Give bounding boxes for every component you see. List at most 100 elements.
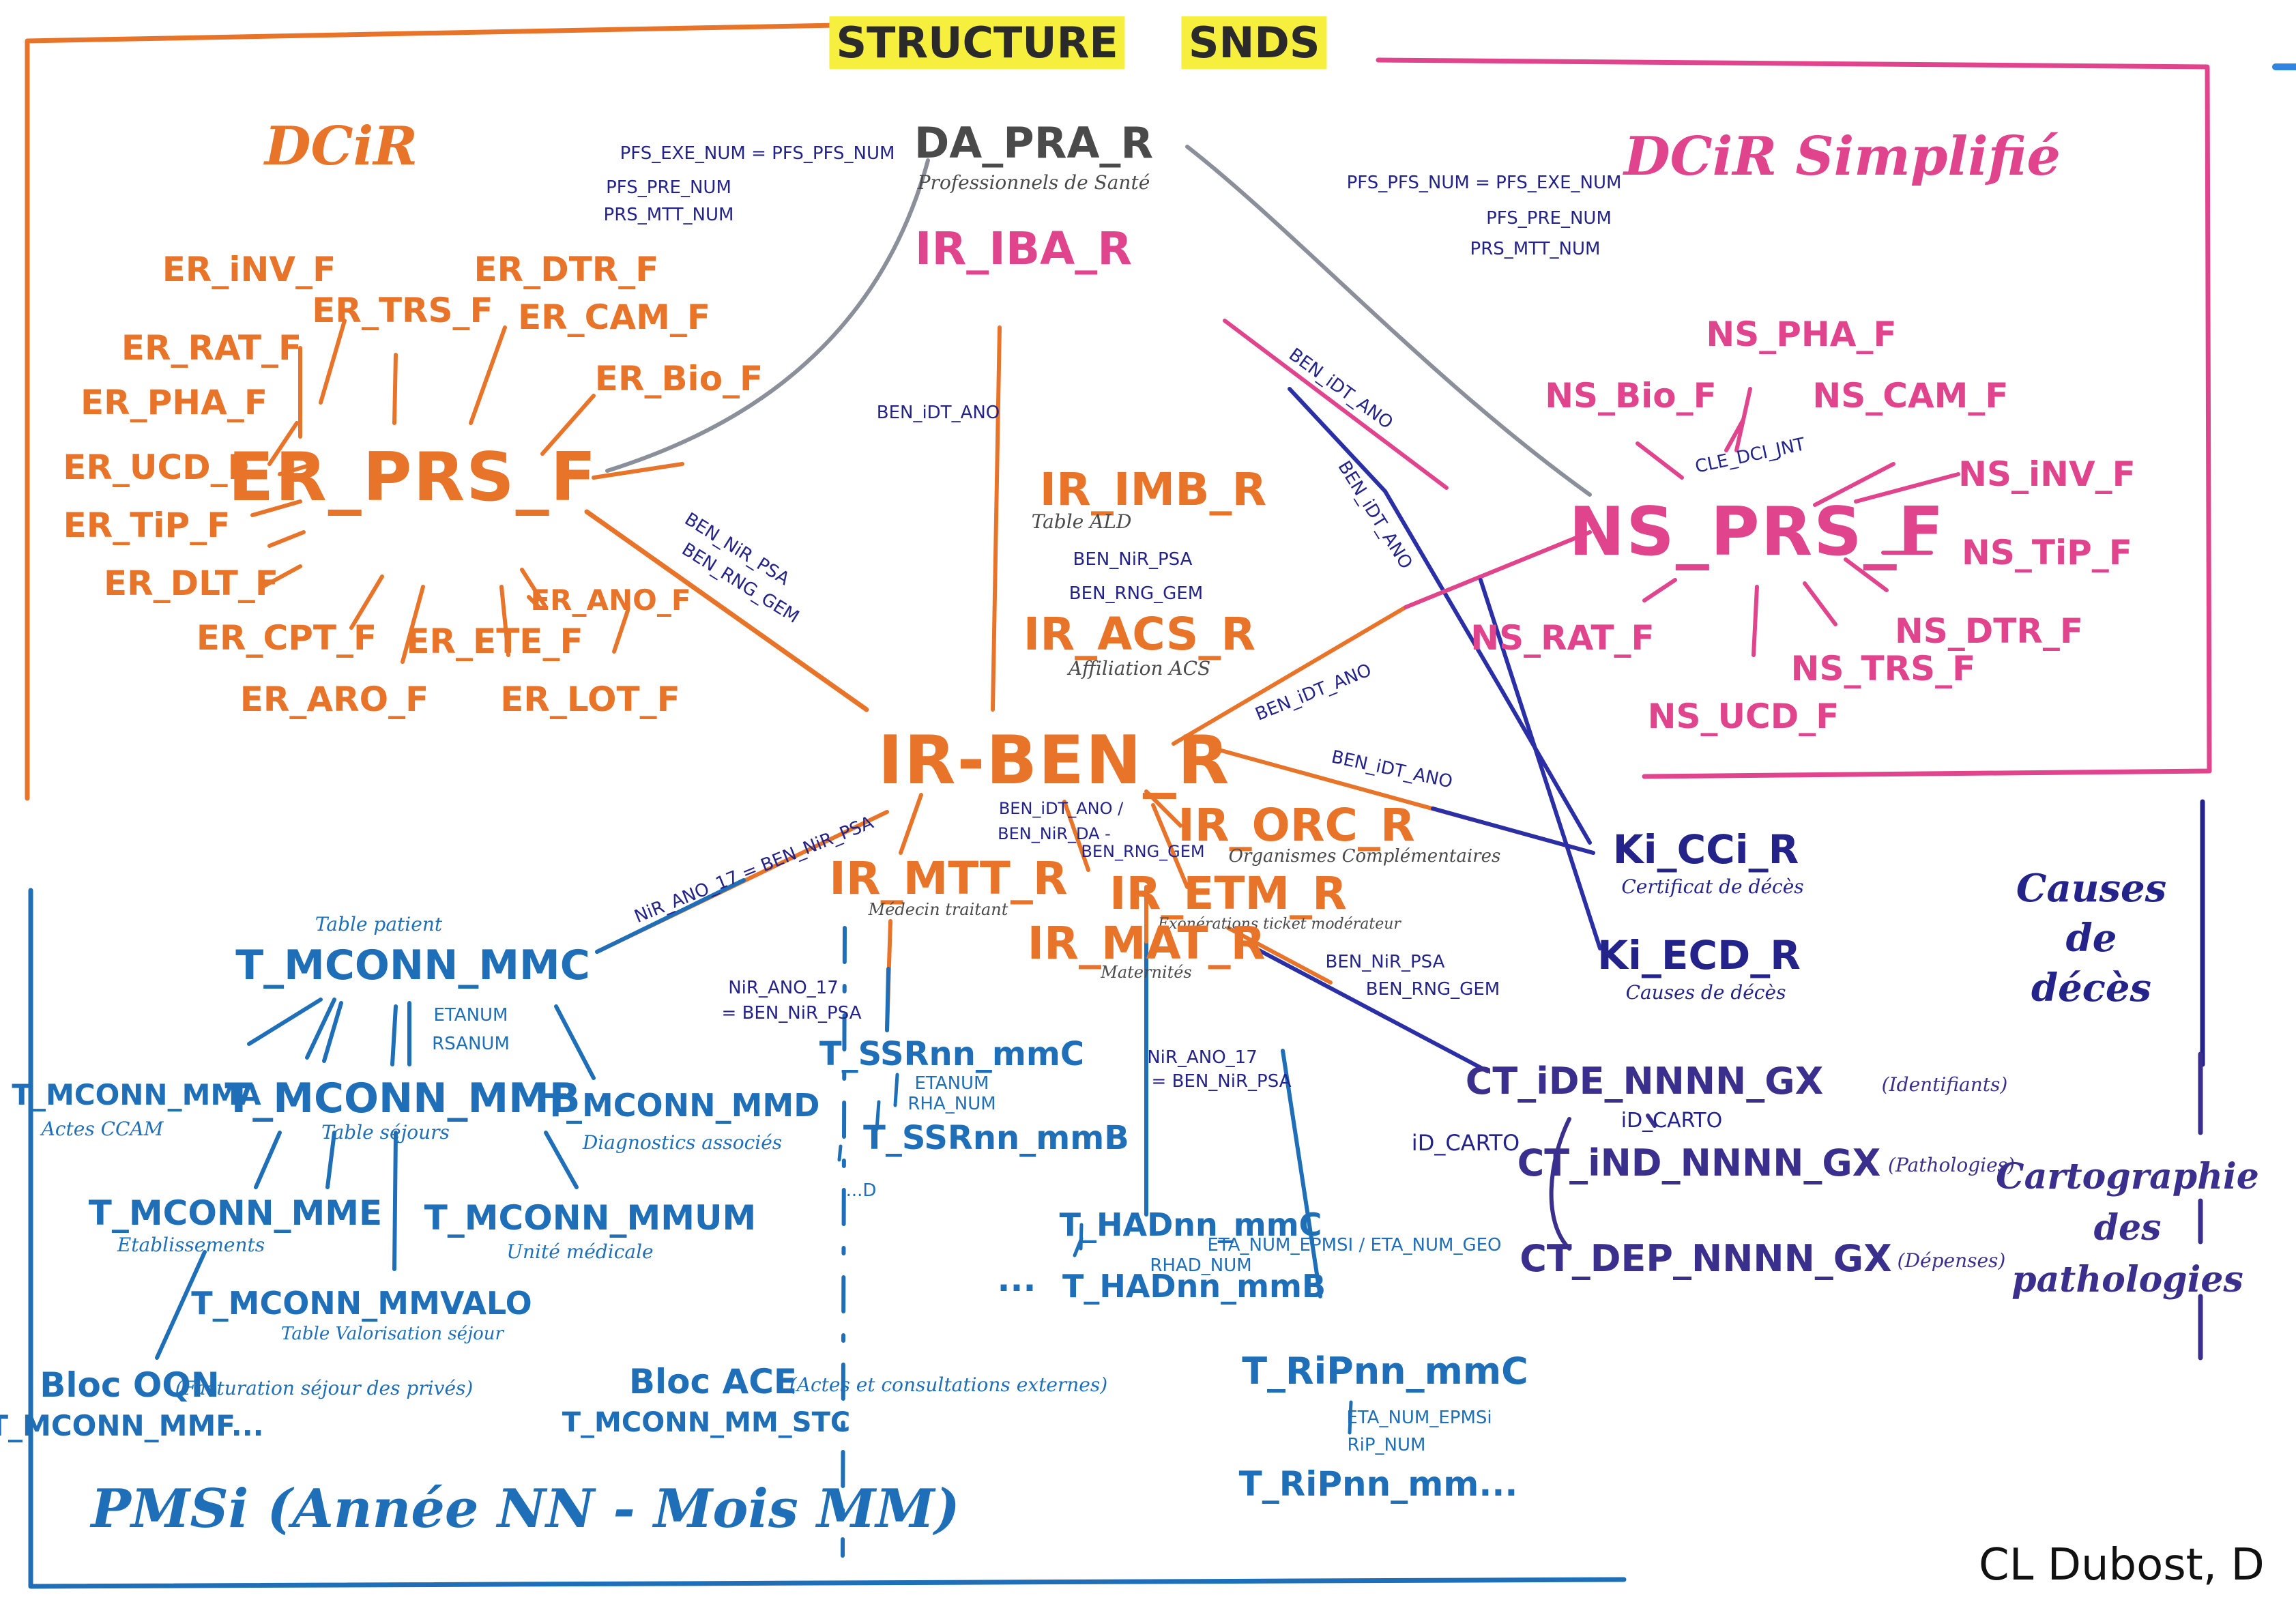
ssr-key-etanum: ETANUM <box>914 1073 989 1094</box>
link-ir-ben-orc <box>1144 789 1182 828</box>
link-ir-ben-mtt <box>899 793 923 855</box>
diagram-title: STRUCTURE SNDS <box>829 16 1327 69</box>
table-ct-ide: CT_iDE_NNNN_GX <box>1465 1060 1824 1103</box>
had-key-rhad: RHAD_NUM <box>1150 1255 1252 1276</box>
table-ns-bio-f: NS_Bio_F <box>1545 376 1717 416</box>
bloc-ace-desc: (Actes et consultations externes) <box>789 1373 1108 1396</box>
mma-desc: Actes CCAM <box>41 1118 164 1140</box>
table-ir-ben-r: IR-BEN_R <box>877 722 1231 800</box>
table-t-ripnn-mmc: T_RiPnn_mmC <box>1242 1350 1528 1393</box>
table-ir-etm-r: IR_ETM_R <box>1109 867 1347 920</box>
table-patient-label: Table patient <box>315 913 443 935</box>
had-key-eta: ETA_NUM_EPMSI / ETA_NUM_GEO <box>1207 1235 1502 1255</box>
table-ki-cci-r: Ki_CCi_R <box>1612 826 1799 873</box>
join-nir-ano-17-c-2: = BEN_NiR_PSA <box>1151 1071 1292 1092</box>
table-ir-mat-r: IR_MAT_R <box>1027 917 1266 970</box>
table-t-ripnn-mm-etc: T_RiPnn_mm... <box>1238 1464 1518 1504</box>
title-word-structure: STRUCTURE <box>829 16 1125 69</box>
ir-etm-r-desc: Exonérations ticket modérateur <box>1158 916 1401 933</box>
join-dcir-left-1: PFS_EXE_NUM = PFS_PFS_NUM <box>620 143 895 164</box>
link-ct-bracket <box>1549 1117 1571 1251</box>
causes-line-3: décès <box>2031 965 2152 1010</box>
carto-line-2: des <box>2093 1207 2162 1249</box>
ir-mtt-r-desc: Médecin traitant <box>868 900 1008 919</box>
er-prs-rays <box>250 319 630 664</box>
bloc-oqn: Bloc OQN <box>40 1365 220 1405</box>
id-carto-mid: iD_CARTO <box>1621 1109 1723 1133</box>
mmvalo-desc: Table Valorisation séjour <box>281 1324 504 1344</box>
table-er-cpt-f: ER_CPT_F <box>196 618 377 658</box>
ssr-key-rha-num: RHA_NUM <box>907 1094 996 1114</box>
table-da-pra-r: DA_PRA_R <box>914 118 1154 168</box>
table-er-trs-f: ER_TRS_F <box>312 291 493 330</box>
pmsi-dots: ... <box>997 1260 1036 1299</box>
mmb-desc: Table séjours <box>321 1121 450 1144</box>
table-er-aro-f: ER_ARO_F <box>239 680 429 719</box>
mco-links <box>155 998 596 1360</box>
table-er-ucd-f: ER_UCD_F <box>63 448 251 487</box>
carto-line-1: Cartographie <box>1996 1155 2259 1197</box>
table-er-inv-f: ER_iNV_F <box>162 250 336 289</box>
table-ir-imb-r: IR_IMB_R <box>1039 463 1267 516</box>
pmsi-frame <box>28 888 1627 1589</box>
join-dcir-right-1: PFS_PFS_NUM = PFS_EXE_NUM <box>1346 173 1622 193</box>
join-dcir-right-3: PRS_MTT_NUM <box>1470 239 1601 259</box>
join-dcir-left-3: PRS_MTT_NUM <box>603 205 734 225</box>
table-t-hadnn-mmc: T_HADnn_mmC <box>1059 1206 1322 1243</box>
link-ir-ben-etm <box>1062 800 1090 872</box>
ir-imb-key-2: BEN_RNG_GEM <box>1069 583 1204 604</box>
ben-key-center-2: BEN_NiR_DA - <box>998 824 1111 843</box>
link-ir-ben-pmsi-b <box>595 878 746 954</box>
table-ns-rat-f: NS_RAT_F <box>1470 618 1655 658</box>
table-t-mconn-mmum: T_MCONN_MMUM <box>424 1198 757 1238</box>
bloc-oqn-desc: (Facturation séjour des privés) <box>175 1377 474 1399</box>
bloc-ace: Bloc ACE <box>628 1362 798 1401</box>
table-t-mconn-mmd: T_MCONN_MMD <box>544 1087 820 1124</box>
ns-prs-rays <box>1636 387 1960 657</box>
table-er-dtr-f: ER_DTR_F <box>474 250 659 289</box>
carto-line-3: pathologies <box>2011 1258 2243 1300</box>
table-t-ssrnn-mmb: T_SSRnn_mmB <box>863 1119 1129 1157</box>
table-t-mconn-mmvalo: T_MCONN_MMVALO <box>191 1285 532 1322</box>
table-ns-pha-f: NS_PHA_F <box>1706 315 1897 354</box>
link-ir-iba-ns-prs <box>1223 319 1449 490</box>
link-ir-ben-rip <box>1281 1049 1322 1298</box>
id-carto-left: iD_CARTO <box>1411 1130 1520 1156</box>
link-ir-ben-ct <box>1253 946 1490 1073</box>
table-ir-orc-r: IR_ORC_R <box>1178 799 1415 852</box>
group-pmsi: PMSi (Année NN - Mois MM) <box>91 1478 960 1540</box>
group-dcir-simplifie: DCiR Simplifié <box>1624 126 2061 188</box>
link-er-prs-da-pra <box>605 158 930 473</box>
link-da-pra-ns-prs <box>1185 145 1592 497</box>
group-causes-deces: Causes de décès <box>2016 864 2166 1013</box>
link-ir-ben-mat <box>1151 803 1189 889</box>
mmum-desc: Unité médicale <box>506 1240 654 1263</box>
table-ns-tip-f: NS_TiP_F <box>1962 533 2132 572</box>
table-er-pha-f: ER_PHA_F <box>81 383 267 422</box>
table-ns-prs-f: NS_PRS_F <box>1569 493 1945 571</box>
ct-ind-desc: (Pathologies) <box>1888 1154 2015 1176</box>
causes-line-2: de <box>2065 915 2117 961</box>
table-t-mconn-mme: T_MCONN_MME <box>88 1193 383 1233</box>
table-er-lot-f: ER_LOT_F <box>500 680 680 719</box>
causes-line-1: Causes <box>2016 865 2167 911</box>
join-dcir-right-2: PFS_PRE_NUM <box>1486 208 1612 229</box>
table-er-cam-f: ER_CAM_F <box>518 297 710 337</box>
rip-key-eta: ETA_NUM_EPMSi <box>1346 1408 1492 1428</box>
ir-imb-r-desc: Table ALD <box>1031 510 1132 533</box>
link-ct-ide-ind <box>1646 1114 1657 1128</box>
table-ir-acs-r: IR_ACS_R <box>1023 608 1256 660</box>
join-nir-ano-17-b-1: NiR_ANO_17 <box>728 978 839 998</box>
mmd-desc: Diagnostics associés <box>582 1131 783 1154</box>
table-er-dlt-f: ER_DLT_F <box>103 564 279 603</box>
join-dcir-left-2: PFS_PRE_NUM <box>606 177 731 198</box>
group-dcir: DCiR <box>264 115 418 177</box>
dcir-simplifie-frame <box>1376 57 2212 779</box>
table-er-rat-f: ER_RAT_F <box>121 328 302 368</box>
mme-desc: Etablissements <box>117 1234 265 1256</box>
table-ki-ecd-r: Ki_ECD_R <box>1597 932 1801 978</box>
table-t-hadnn-mmb: T_HADnn_mmB <box>1062 1268 1326 1305</box>
rip-key-rip: RiP_NUM <box>1347 1435 1426 1455</box>
link-ir-ben-ns-prs-pink <box>1404 530 1592 609</box>
